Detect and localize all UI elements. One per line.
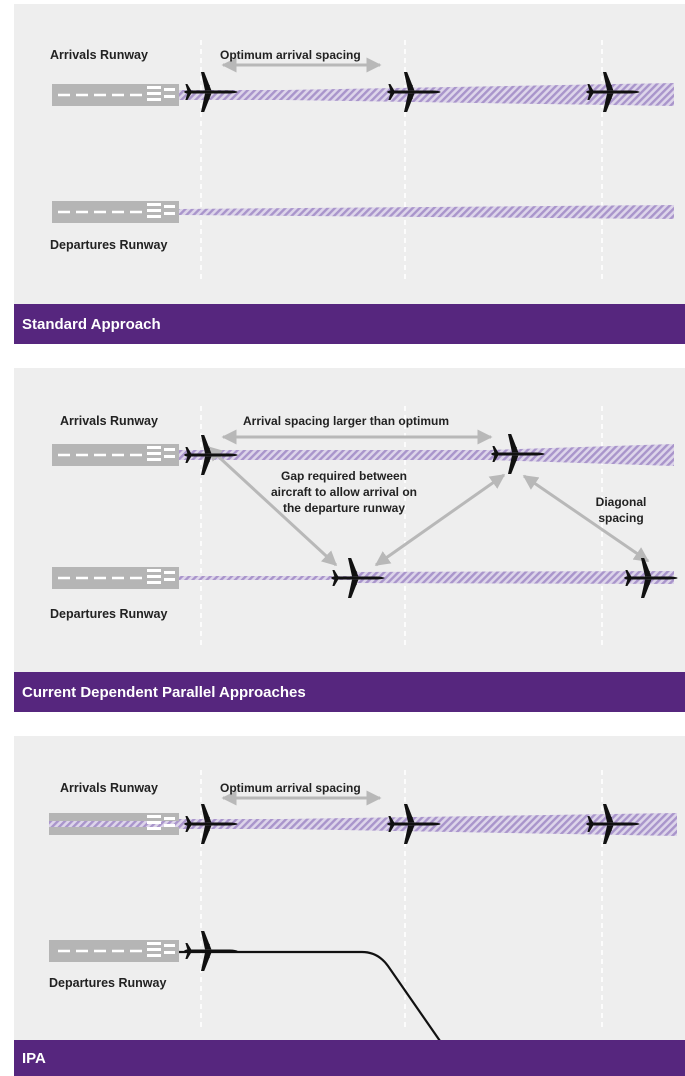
diagram-dependent-parallel (52, 406, 678, 646)
diagram-ipa (49, 770, 677, 1076)
annotation-optimum-spacing: Optimum arrival spacing (220, 48, 361, 62)
annotation-gap-required: Gap required between aircraft to allow a… (270, 469, 418, 515)
runway-threshold (147, 203, 175, 218)
arrivals-runway-label: Arrivals Runway (50, 48, 148, 62)
approach-path-arrivals (284, 83, 674, 106)
approach-path-arrivals (284, 813, 677, 836)
departure-flight-path (179, 950, 466, 1076)
annotation-larger-spacing: Arrival spacing larger than optimum (243, 414, 450, 428)
arrivals-runway-label: Arrivals Runway (60, 781, 158, 795)
aircraft-icon (387, 804, 441, 844)
diagram-standard-approach (52, 40, 674, 280)
panel-standard-approach: Arrivals Runway Departures Runway Optimu… (14, 4, 685, 344)
gap-arrow-left (206, 445, 338, 567)
departures-runway-label: Departures Runway (50, 238, 168, 252)
runway-threshold (147, 815, 175, 830)
annotation-diagonal-spacing: Diagonal spacing (595, 495, 647, 525)
runway-approach-hatch (49, 821, 179, 827)
panel-title: IPA (14, 1040, 685, 1076)
panel-ipa: Arrivals Runway Departures Runway Optimu… (14, 736, 685, 1076)
departures-runway-label: Departures Runway (50, 607, 168, 621)
aircraft-icon (586, 72, 640, 112)
approach-path-departures-narrow (179, 576, 354, 580)
aircraft-icon (387, 72, 441, 112)
runway-threshold (147, 86, 175, 101)
approach-path-departures (179, 205, 674, 219)
arrivals-runway (52, 84, 179, 106)
runway-threshold (147, 942, 175, 957)
departures-runway (52, 201, 179, 223)
aircraft-icon (586, 804, 640, 844)
aircraft-icon (184, 72, 238, 112)
departures-runway (49, 940, 179, 962)
arrivals-runway (52, 444, 179, 466)
panel-title: Current Dependent Parallel Approaches (14, 672, 685, 712)
arrivals-runway-label: Arrivals Runway (60, 414, 158, 428)
centerline-markers (200, 406, 603, 646)
diagonal-spacing-arrow (522, 474, 650, 563)
panel-dependent-parallel: Arrivals Runway Departures Runway Arriva… (14, 368, 685, 712)
aircraft-icon (184, 804, 238, 844)
annotation-optimum-spacing: Optimum arrival spacing (220, 781, 361, 795)
aircraft-icon (624, 558, 678, 598)
aircraft-icon (184, 931, 238, 971)
departures-runway (52, 567, 179, 589)
centerline-markers (200, 40, 603, 280)
departures-runway-label: Departures Runway (49, 976, 167, 990)
aircraft-icon (491, 434, 545, 474)
panel-title: Standard Approach (14, 304, 685, 344)
gap-arrow-right (374, 473, 506, 567)
arrivals-runway (49, 813, 179, 835)
runway-threshold (147, 446, 175, 461)
centerline-markers (200, 770, 603, 1030)
approach-path-departures (354, 571, 674, 584)
runway-threshold (147, 569, 175, 584)
approach-path-arrivals (489, 444, 674, 466)
